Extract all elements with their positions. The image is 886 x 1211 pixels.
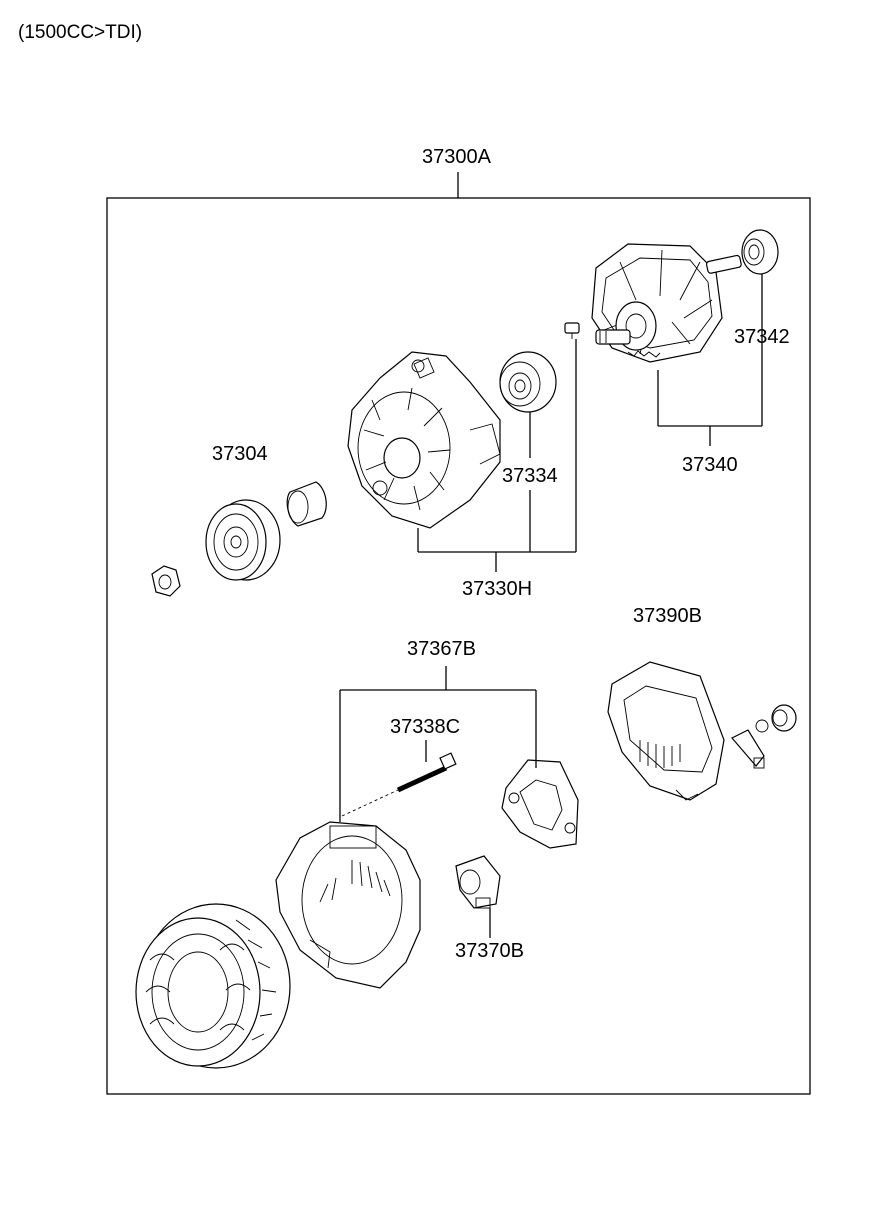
- through-bolt-part: [341, 752, 457, 817]
- rear-bracket-part: [275, 821, 421, 989]
- lower-leader-lines: [339, 666, 537, 938]
- label-through-bolt-37338C: 37338C: [390, 716, 461, 738]
- label-pulley-37304: 37304: [212, 443, 268, 465]
- label-brush-holder-37370B: 37370B: [455, 940, 524, 962]
- label-front-bracket-37330H: 37330H: [462, 578, 533, 600]
- label-rear-bearing-37342: 37342: [734, 326, 790, 348]
- regulator-cover-part: [607, 661, 725, 801]
- upper-leader-lines: [417, 274, 763, 572]
- label-front-bearing-37334: 37334: [502, 465, 558, 487]
- terminal-parts: [731, 704, 797, 769]
- diagram-caption: (1500CC>TDI): [18, 22, 143, 43]
- pulley-part: [205, 499, 281, 581]
- label-assembly-37300A: 37300A: [422, 146, 491, 168]
- brush-holder-part: [455, 855, 501, 909]
- rotor-part: [591, 243, 742, 363]
- nut-part: [151, 565, 181, 597]
- front-bracket-part: [347, 351, 501, 529]
- label-rear-bracket-37367B: 37367B: [407, 638, 476, 660]
- label-regulator-cover-37390B: 37390B: [633, 605, 702, 627]
- front-bearing-part: [499, 351, 557, 413]
- brush-holder-plate-part: [501, 759, 579, 849]
- screw-part: [564, 322, 580, 339]
- spacer-part: [286, 481, 327, 527]
- label-rotor-37340: 37340: [682, 454, 738, 476]
- rear-bearing-part: [741, 229, 779, 275]
- stator-part: [135, 903, 291, 1069]
